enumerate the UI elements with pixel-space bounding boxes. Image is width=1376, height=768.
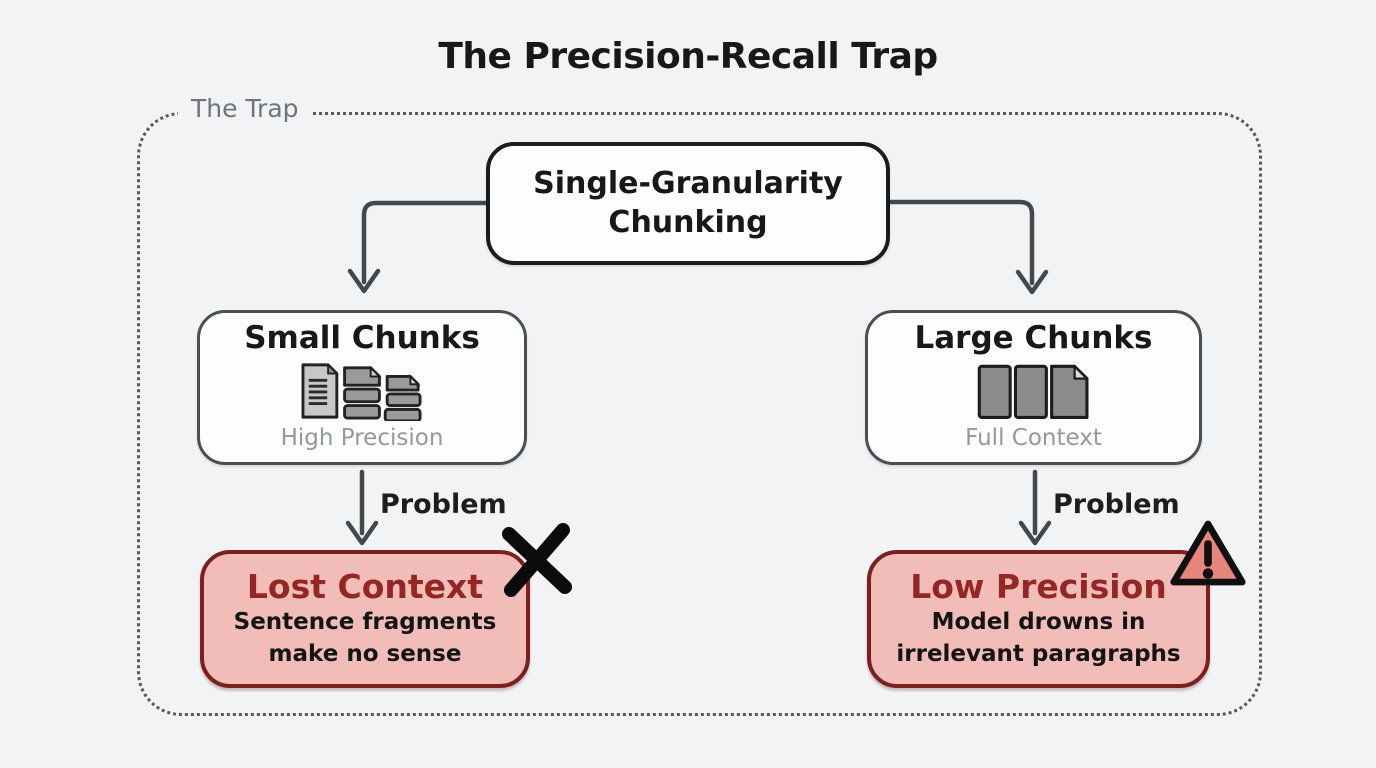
x-mark-icon: [502, 523, 572, 597]
lost-context-line2: make no sense: [268, 641, 462, 668]
warning-triangle-icon: [1170, 520, 1246, 586]
root-node-line2: Chunking: [608, 204, 768, 240]
problem-label-left: Problem: [380, 489, 507, 520]
node-large-chunks: Large Chunks Full Context: [865, 310, 1202, 465]
trap-container: [137, 112, 1262, 716]
low-precision-line2: irrelevant paragraphs: [896, 641, 1181, 668]
large-document-chunks-icon: [977, 364, 1088, 419]
diagram-title: The Precision-Recall Trap: [438, 36, 938, 77]
low-precision-line1: Model drowns in: [931, 609, 1146, 636]
small-document-chunks-icon: [301, 362, 422, 421]
large-chunks-title: Large Chunks: [914, 320, 1153, 356]
lost-context-title: Lost Context: [246, 567, 484, 607]
problem-label-right: Problem: [1053, 489, 1180, 520]
trap-container-label: The Trap: [178, 94, 312, 123]
small-chunks-subtitle: High Precision: [280, 425, 444, 451]
low-precision-title: Low Precision: [910, 567, 1167, 607]
node-small-chunks: Small Chunks High Precision: [197, 310, 527, 465]
node-low-precision: Low Precision Model drowns in irrelevant…: [867, 550, 1210, 688]
lost-context-line1: Sentence fragments: [233, 609, 497, 636]
node-lost-context: Lost Context Sentence fragments make no …: [200, 550, 530, 688]
root-node-line1: Single-Granularity: [533, 166, 843, 202]
node-single-granularity-chunking: Single-Granularity Chunking: [486, 142, 890, 265]
small-chunks-title: Small Chunks: [244, 320, 480, 356]
large-chunks-subtitle: Full Context: [965, 425, 1102, 451]
